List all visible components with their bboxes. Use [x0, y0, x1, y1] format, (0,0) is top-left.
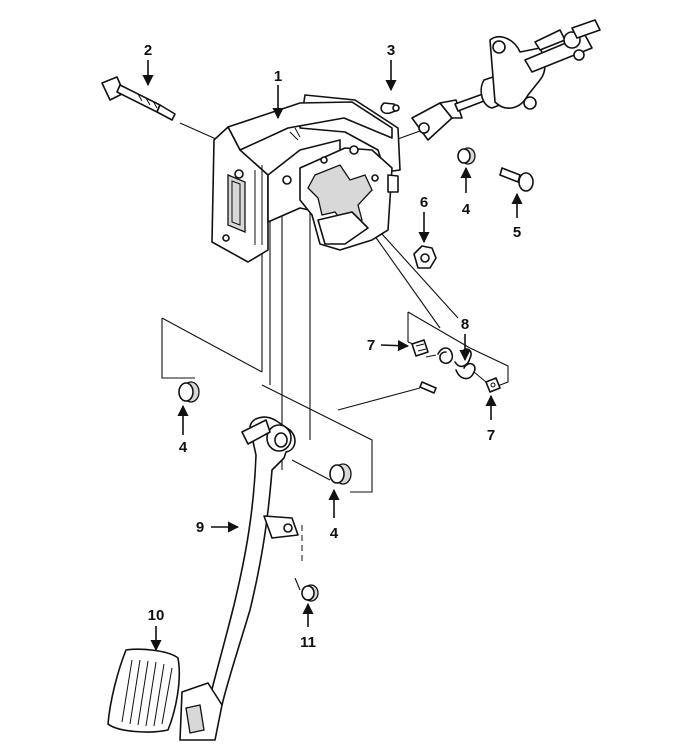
bushing-part-4-left	[178, 381, 200, 403]
callout-4-right: 4	[330, 525, 339, 542]
callout-labels: 1 2 3 4 5 6 7 8 7 4 4 9 10 11	[144, 42, 521, 651]
clutch-master-cylinder	[411, 19, 601, 141]
pedal-arm-part-9	[179, 416, 299, 741]
bolt-part-2	[101, 76, 176, 121]
callout-5: 5	[513, 224, 521, 241]
clevis-pin-part-5	[499, 167, 534, 192]
callout-7-left: 7	[367, 337, 375, 354]
return-spring-part-8	[425, 347, 487, 383]
callout-1: 1	[274, 68, 282, 85]
callout-4-left: 4	[179, 439, 188, 456]
callout-10: 10	[148, 607, 165, 624]
bushing-part-4-top	[457, 147, 476, 165]
nut-part-6	[413, 245, 437, 269]
pedal-bracket-part-1	[211, 94, 401, 263]
bushing-part-4-right	[329, 463, 352, 485]
spring-pin	[419, 381, 437, 394]
callout-9: 9	[196, 519, 204, 536]
callout-7-right: 7	[487, 427, 495, 444]
clip-part-3	[380, 102, 400, 115]
callout-4-top: 4	[462, 201, 471, 218]
callout-6: 6	[420, 194, 428, 211]
nut-part-11	[301, 584, 319, 602]
pedal-pad-part-10	[107, 648, 181, 733]
callout-arrows	[142, 60, 523, 652]
spring-bushing-part-7-right	[485, 377, 501, 393]
callout-8: 8	[461, 316, 469, 333]
callout-2: 2	[144, 42, 152, 59]
spring-bushing-part-7-left	[411, 339, 429, 357]
callout-11: 11	[300, 634, 316, 651]
callout-3: 3	[387, 42, 395, 59]
